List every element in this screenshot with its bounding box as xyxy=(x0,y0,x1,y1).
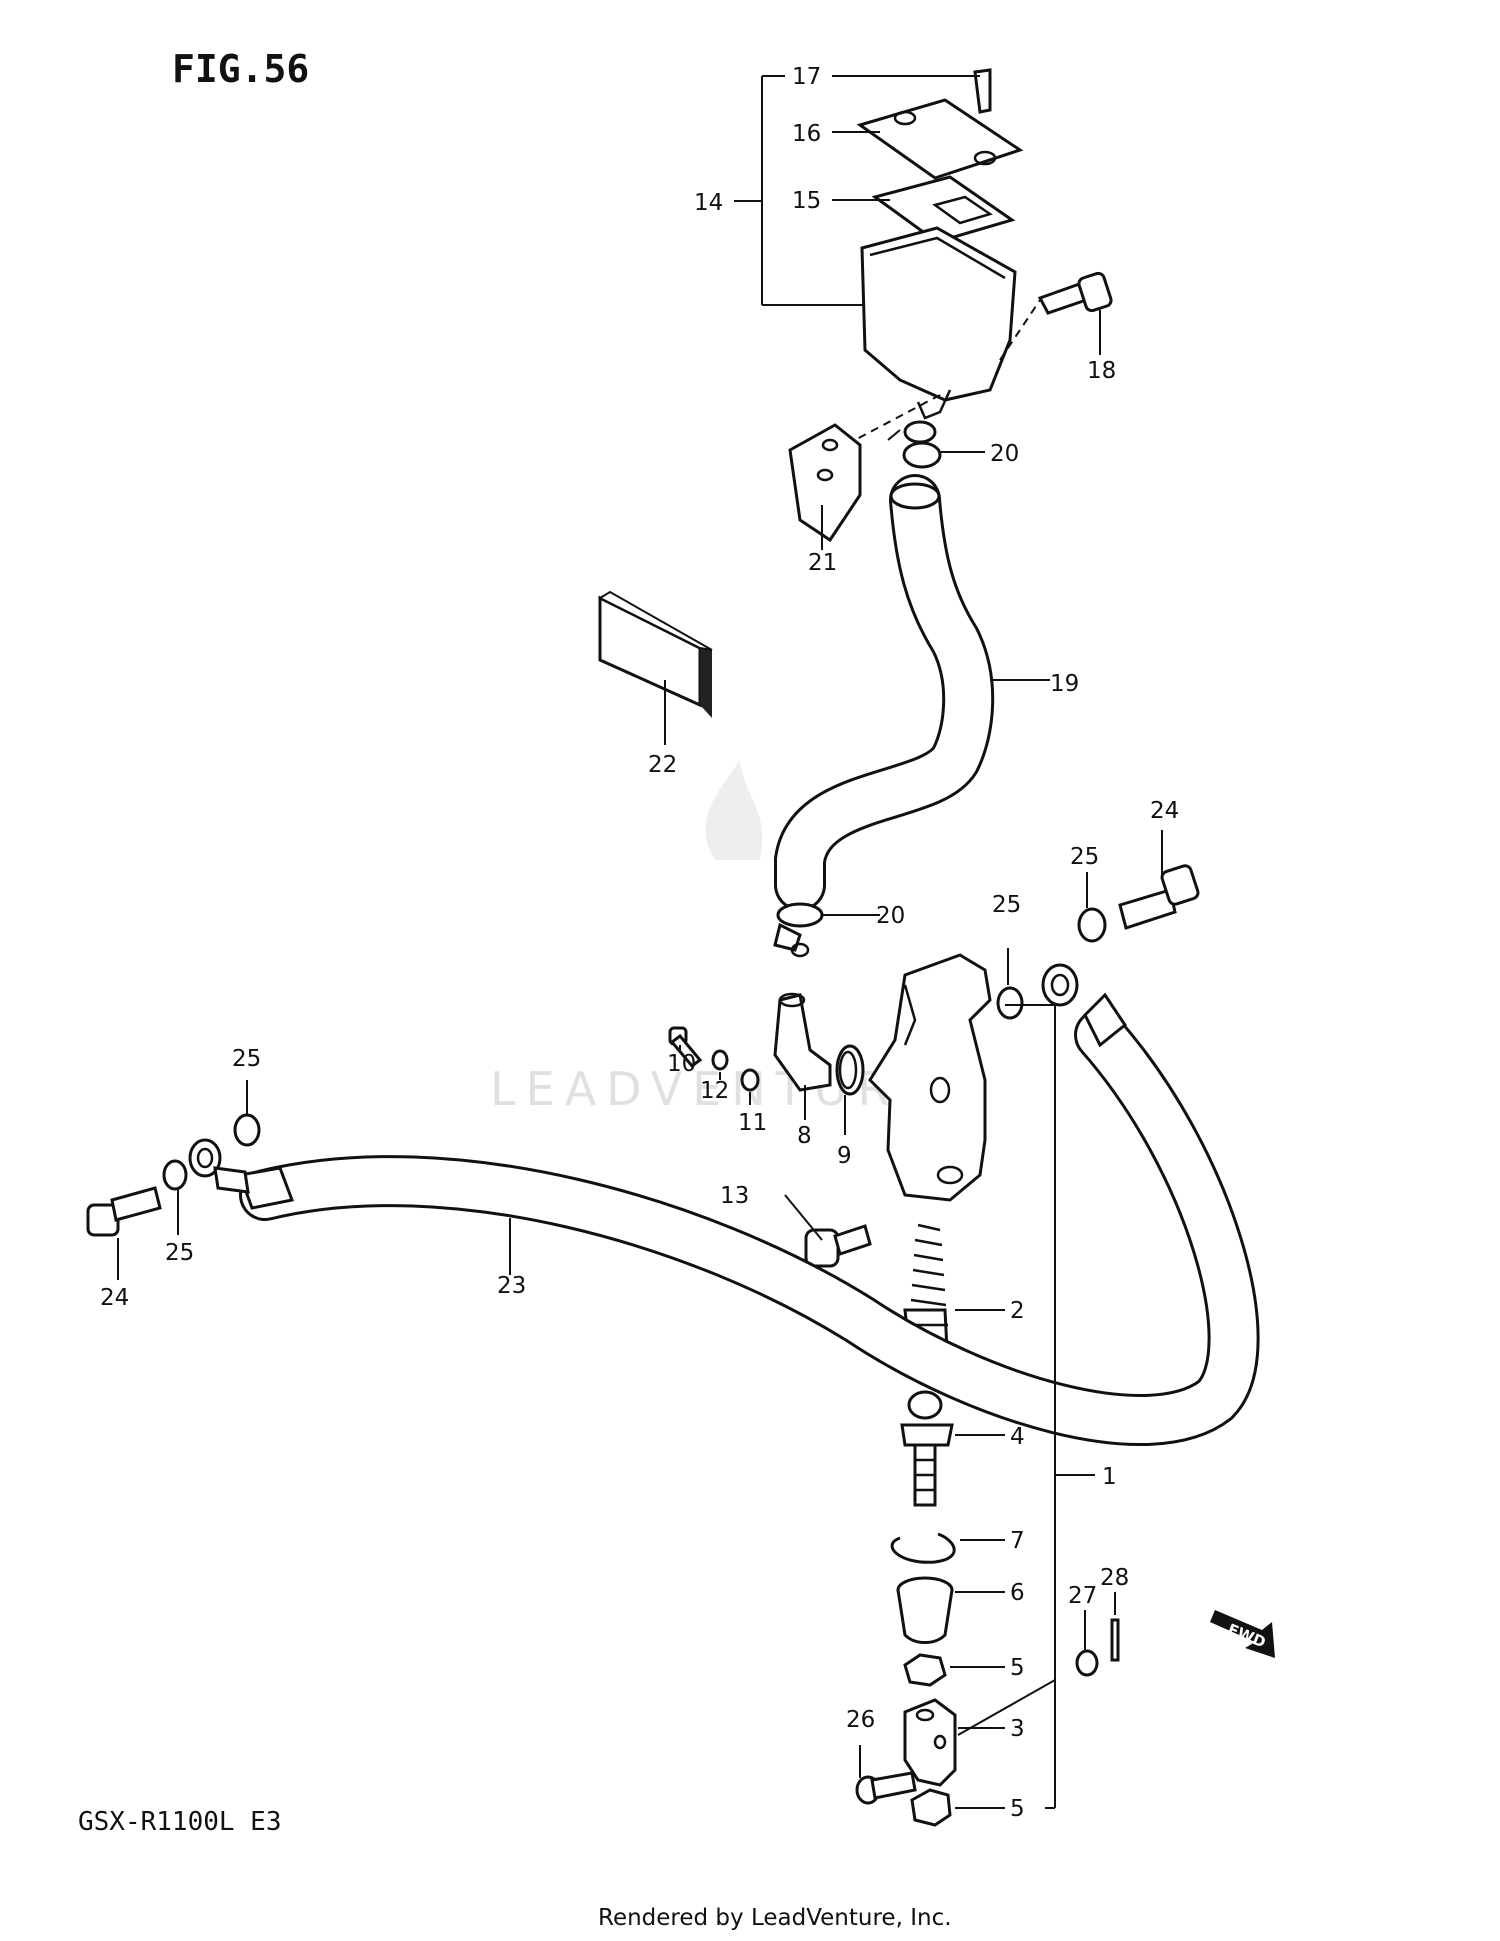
banjo-left xyxy=(86,1113,261,1237)
washer-25-upper-left xyxy=(233,1113,261,1147)
washer-25-mid-right xyxy=(996,986,1024,1020)
callout-7: 7 xyxy=(1010,1528,1025,1554)
mounting-bolt-13 xyxy=(804,1224,872,1268)
hose-clamp-lower xyxy=(773,902,824,958)
reservoir-assembly xyxy=(854,68,1113,441)
callout-12: 12 xyxy=(700,1078,729,1104)
banjo-right xyxy=(996,864,1200,1020)
callout-25-upper-left: 25 xyxy=(232,1046,261,1072)
circlip xyxy=(890,1532,956,1564)
brake-hose xyxy=(237,992,1260,1446)
banjo-bolt-right xyxy=(1118,888,1177,930)
callout-3: 3 xyxy=(1010,1716,1025,1742)
callout-5-upper: 5 xyxy=(1010,1655,1025,1681)
callout-11: 11 xyxy=(738,1110,767,1136)
callout-6: 6 xyxy=(1010,1580,1025,1606)
callout-24-right: 24 xyxy=(1150,798,1179,824)
clevis xyxy=(903,1698,957,1787)
callout-13: 13 xyxy=(720,1183,749,1209)
callout-4: 4 xyxy=(1010,1424,1025,1450)
reservoir-body xyxy=(860,226,1017,402)
dust-boot xyxy=(896,1576,954,1644)
figure-title: FIG.56 xyxy=(172,47,309,91)
cotter-pin xyxy=(1110,1618,1120,1662)
washer-25-lower-left xyxy=(162,1159,188,1191)
callout-16: 16 xyxy=(792,121,821,147)
inlet-elbow-group xyxy=(668,992,865,1096)
callout-20-lower: 20 xyxy=(876,903,905,929)
callout-20-upper: 20 xyxy=(990,441,1019,467)
fwd-arrow: FWD xyxy=(1210,1610,1275,1658)
clevis-pin xyxy=(855,1771,917,1805)
reservoir-diaphragm xyxy=(871,175,1016,244)
callout-14: 14 xyxy=(694,190,723,216)
callout-19: 19 xyxy=(1050,671,1079,697)
leader-lines xyxy=(117,75,1163,1809)
callout-25-lower-left: 25 xyxy=(165,1240,194,1266)
callout-8: 8 xyxy=(797,1123,812,1149)
callout-10: 10 xyxy=(667,1051,696,1077)
callout-bracket-14 xyxy=(734,75,865,306)
callout-22: 22 xyxy=(648,752,677,778)
callout-1: 1 xyxy=(1102,1464,1117,1490)
reservoir-hose xyxy=(774,474,995,911)
footer-credit: Rendered by LeadVenture, Inc. xyxy=(598,1905,952,1931)
washer-27 xyxy=(1075,1649,1099,1677)
cap-screw xyxy=(973,68,992,114)
callout-25-mid-right: 25 xyxy=(992,892,1021,918)
callout-25-top-right: 25 xyxy=(1070,844,1099,870)
callout-26: 26 xyxy=(846,1707,875,1733)
pushrod xyxy=(900,1390,954,1507)
callout-21: 21 xyxy=(808,550,837,576)
callout-17: 17 xyxy=(792,64,821,90)
callout-28: 28 xyxy=(1100,1565,1129,1591)
callout-15: 15 xyxy=(792,188,821,214)
callout-2: 2 xyxy=(1010,1298,1025,1324)
washer-25-top-right xyxy=(1077,907,1107,943)
lock-nut-upper xyxy=(903,1653,947,1687)
model-designation: GSX-R1100L E3 xyxy=(78,1807,282,1837)
callout-23: 23 xyxy=(497,1273,526,1299)
callout-18: 18 xyxy=(1087,358,1116,384)
callout-labels: 17 16 14 15 18 20 21 19 22 24 25 25 20 2… xyxy=(100,64,1179,1822)
lock-nut-lower xyxy=(910,1788,952,1827)
mounting-plate xyxy=(788,423,862,543)
callout-5-lower: 5 xyxy=(1010,1796,1025,1822)
reservoir-cap xyxy=(856,98,1024,180)
label-card xyxy=(597,590,713,718)
callout-24-left: 24 xyxy=(100,1285,129,1311)
callout-27: 27 xyxy=(1068,1583,1097,1609)
callout-bracket-1 xyxy=(1005,1004,1095,1809)
callout-9: 9 xyxy=(837,1143,852,1169)
hose-clamp-upper xyxy=(887,420,942,469)
master-cylinder-body xyxy=(868,953,992,1202)
